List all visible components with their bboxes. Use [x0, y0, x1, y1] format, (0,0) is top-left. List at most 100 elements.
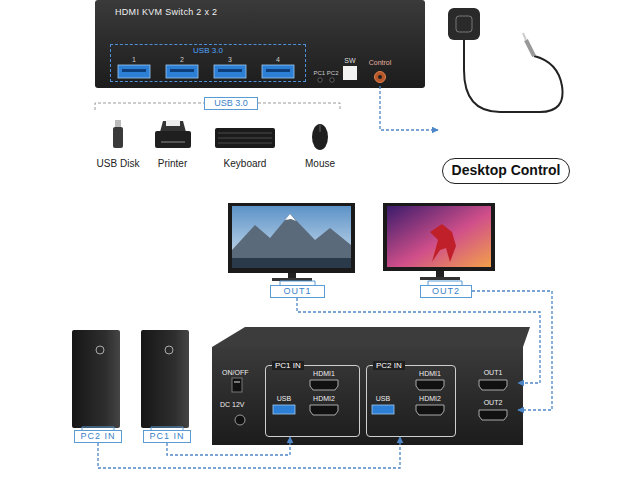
node-text: Desktop Control: [442, 158, 570, 184]
input-label: PC1 IN: [143, 430, 191, 443]
control-puck: [448, 8, 480, 40]
bracket-label: USB 3.0: [204, 97, 258, 110]
usb-disk-plug: [115, 120, 121, 128]
plug-tip: [523, 33, 526, 40]
node-text: USB 3.0: [205, 98, 257, 109]
node-text: ON/OFF: [222, 369, 248, 377]
audio-plug: [526, 40, 534, 56]
output-port: OUT2: [468, 396, 518, 424]
puck-button: [456, 16, 472, 32]
pc-tower: [72, 330, 120, 428]
port-label: HDMI1: [412, 370, 448, 378]
port-label: HDMI1: [306, 370, 342, 378]
hdmi-port: [310, 405, 338, 415]
usb-disk-icon: [113, 127, 123, 148]
printer-slot: [161, 141, 185, 143]
device-label: USB Disk: [93, 158, 143, 170]
input-label: PC2 IN: [74, 430, 122, 443]
port-number: 1: [118, 56, 150, 64]
keyboard-keys: [218, 133, 272, 143]
led: [330, 78, 334, 82]
port-tongue: [218, 69, 242, 72]
button-label: SW: [341, 57, 359, 65]
output-port: OUT1: [468, 366, 518, 394]
port-label: USB: [369, 395, 397, 403]
switch-mark: [234, 382, 240, 383]
hdmi-port: [479, 410, 507, 420]
node-text: OUT1: [468, 369, 518, 377]
node-text: PC2 IN: [373, 361, 405, 370]
node-text: Control: [360, 59, 400, 67]
port-tongue: [122, 69, 146, 72]
dashed-connector: [380, 86, 438, 130]
led-label: PC1 PC2: [310, 70, 342, 77]
monitor-frame: [383, 203, 495, 271]
node-text: OUT2: [421, 286, 471, 297]
usb-port: [118, 65, 150, 78]
output-label: OUT2: [420, 285, 472, 298]
front-body: [95, 0, 425, 88]
desktop-control: Desktop Control: [438, 5, 575, 190]
mouse-icon: [312, 124, 328, 150]
jack-hole: [378, 75, 382, 79]
hdmi-port: [416, 380, 444, 390]
monitor-screen: [232, 206, 351, 268]
switch-button: [343, 66, 357, 80]
port-label: HDMI2: [306, 395, 342, 403]
kvm-front-panel: HDMI KVM Switch 2 x 2 USB 3.0Control: [95, 0, 425, 88]
keyboard-icon: [215, 128, 275, 148]
dashed-connector: [297, 298, 540, 383]
control-jack: [375, 72, 386, 83]
power-switch: [232, 378, 242, 392]
device-label: Mouse: [295, 158, 345, 170]
hdmi-port: [416, 405, 444, 415]
node-text: PC2 IN: [75, 431, 121, 442]
usb-port: [372, 405, 394, 414]
port-label: HDMI2: [412, 395, 448, 403]
led: [318, 78, 322, 82]
port-number: 2: [166, 56, 198, 64]
node-text: HDMI KVM Switch 2 x 2: [115, 7, 217, 18]
pc-tower: [141, 330, 189, 428]
port-tongue: [170, 69, 194, 72]
lake: [232, 258, 351, 268]
usb-port: [166, 65, 198, 78]
snow: [285, 214, 296, 221]
monitor-base: [420, 277, 460, 280]
rear-top-face: [212, 327, 530, 347]
usb-port: [214, 65, 246, 78]
usb-port: [262, 65, 294, 78]
pc-logo: [96, 346, 104, 354]
usb-port: [273, 405, 295, 414]
device-label: Keyboard: [205, 158, 285, 170]
monitor-stand: [436, 271, 444, 278]
node-text: DC 12V: [220, 401, 245, 409]
kvm-rear-panel: ON/OFF DC 12V PC1 IN PC2 IN OUT1OUT2: [212, 347, 523, 445]
hdmi-port: [479, 380, 507, 390]
printer-icon: [155, 131, 191, 148]
mountains: [232, 214, 351, 268]
rear-body: [212, 347, 523, 445]
monitor-frame: [228, 203, 355, 273]
control-cable: [464, 40, 563, 112]
mouse-button-line: [320, 125, 321, 132]
printer-paper: [166, 120, 180, 126]
device-label: Printer: [145, 158, 200, 170]
game-figure: [430, 224, 456, 262]
node-text: OUT2: [468, 399, 518, 407]
printer-tray: [160, 121, 186, 132]
port-tongue: [266, 69, 290, 72]
node-text: PC1 IN: [272, 361, 304, 370]
dc-jack: [235, 415, 245, 425]
control-jack: Control: [364, 59, 396, 86]
hdmi-port: [310, 380, 338, 390]
output-label: OUT1: [270, 285, 325, 298]
port-label: USB: [270, 395, 298, 403]
monitor-screen: [387, 206, 491, 267]
node-text: OUT1: [271, 286, 324, 297]
node-text: USB 3.0: [111, 46, 305, 55]
pc-logo: [165, 346, 173, 354]
port-number: 4: [262, 56, 294, 64]
dashed-connector: [472, 291, 552, 410]
